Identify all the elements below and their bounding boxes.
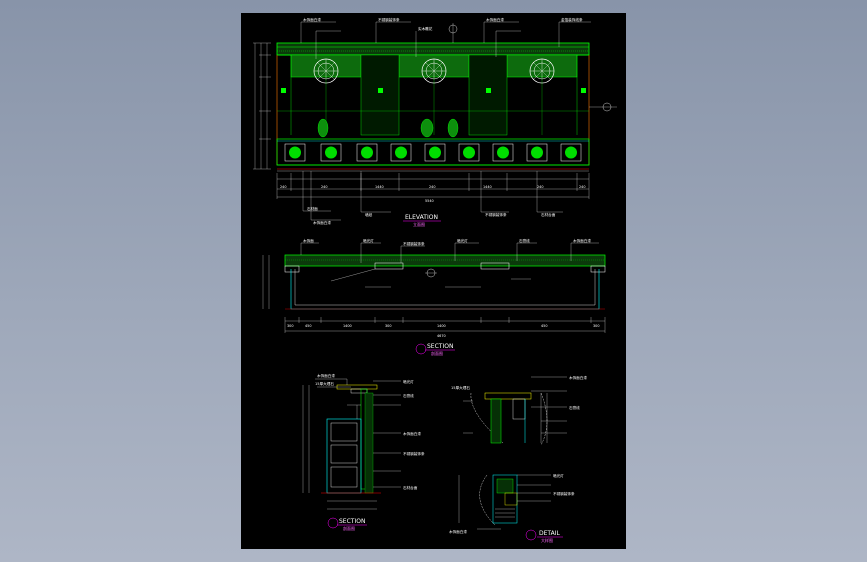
label-top-3: 木饰面白漆: [486, 17, 504, 22]
cad-drawing: 木饰面白漆 不锈钢装饰条 实木雕花 木饰面白漆 金箔装饰线条 240 240 1…: [253, 17, 617, 543]
panel-center: [398, 54, 470, 84]
section2-title: SECTION: [339, 518, 365, 525]
dim-6: 240: [579, 185, 585, 189]
elevation-title: ELEVATION: [405, 214, 438, 221]
dlabel-2: 石膏线: [569, 405, 580, 410]
drawing-sheet: 木饰面白漆 不锈钢装饰条 实木雕花 木饰面白漆 金箔装饰线条 240 240 1…: [241, 13, 626, 549]
dado-medallions: [284, 143, 582, 162]
detail-subtitle: 大样图: [541, 537, 553, 543]
s2label-3: 石膏线: [403, 393, 414, 398]
label-top-4: 金箔装饰线条: [561, 17, 583, 22]
label-top-0: 木饰面白漆: [303, 17, 321, 22]
dim-0: 240: [280, 185, 286, 189]
slabel-4: 石膏线: [519, 238, 530, 243]
slabel-5: 木饰面白漆: [573, 238, 591, 243]
s2label-0: 木饰面白漆: [317, 373, 335, 378]
dlabel-4: 不锈钢装饰条: [553, 491, 575, 496]
elevation-subtitle: 立面图: [413, 221, 425, 227]
sdim-2: 1400: [343, 324, 352, 328]
dlabel-1: 15厚大理石: [451, 385, 470, 390]
dim-5: 240: [537, 185, 543, 189]
label-top-1: 不锈钢装饰条: [378, 17, 400, 22]
section-view: 300 450 1400 300 1400 450 300 4670 木饰面 暗…: [262, 238, 606, 356]
section2-view: 木饰面白漆 15厚大理石 暗光灯 石膏线 木饰面白漆 不锈钢装饰条 石材台面 S…: [302, 373, 425, 531]
dim-3: 240: [429, 185, 435, 189]
sdim-5: 450: [541, 324, 547, 328]
dim-2: 1440: [375, 185, 384, 189]
dim-4: 1440: [483, 185, 492, 189]
dim-total: 5540: [425, 199, 434, 203]
label-bottom-1: 木饰面白漆: [313, 220, 331, 225]
section-subtitle: 剖面图: [431, 350, 443, 356]
slabel-3: 暗光灯: [457, 238, 468, 243]
section2-subtitle: 剖面图: [343, 525, 355, 531]
dim-1: 240: [321, 185, 327, 189]
panel-left: [290, 54, 362, 84]
sdim-6: 300: [593, 324, 599, 328]
sdim-4: 1400: [437, 324, 446, 328]
detail-view: 木饰面白漆 15厚大理石 石膏线 暗光灯 不锈钢装饰条 木饰面白漆 DETAIL…: [449, 375, 587, 543]
dlabel-0: 木饰面白漆: [569, 375, 587, 380]
sdim-3: 300: [385, 324, 391, 328]
sdim-1: 450: [305, 324, 311, 328]
label-top-2: 实木雕花: [418, 26, 433, 31]
s2label-6: 石材台面: [403, 485, 418, 490]
slabel-1: 暗光灯: [363, 238, 374, 243]
label-bottom-3: 不锈钢装饰条: [485, 212, 507, 217]
slabel-2: 不锈钢装饰条: [403, 241, 425, 246]
label-bottom-0: 石材面: [307, 206, 318, 211]
elevation-view: 木饰面白漆 不锈钢装饰条 实木雕花 木饰面白漆 金箔装饰线条 240 240 1…: [253, 17, 617, 227]
sdim-0: 300: [287, 324, 293, 328]
dlabel-3: 暗光灯: [553, 473, 564, 478]
detail-title: DETAIL: [539, 530, 560, 537]
s2label-1: 15厚大理石: [315, 381, 334, 386]
sdim-total: 4670: [437, 334, 446, 338]
s2label-4: 木饰面白漆: [403, 431, 421, 436]
slabel-0: 木饰面: [303, 238, 314, 243]
label-bottom-4: 石材台面: [541, 212, 556, 217]
section-title: SECTION: [427, 343, 453, 350]
dlabel-5: 木饰面白漆: [449, 529, 467, 534]
s2label-5: 不锈钢装饰条: [403, 451, 425, 456]
label-bottom-2: 墙纸: [365, 212, 373, 217]
s2label-2: 暗光灯: [403, 379, 414, 384]
